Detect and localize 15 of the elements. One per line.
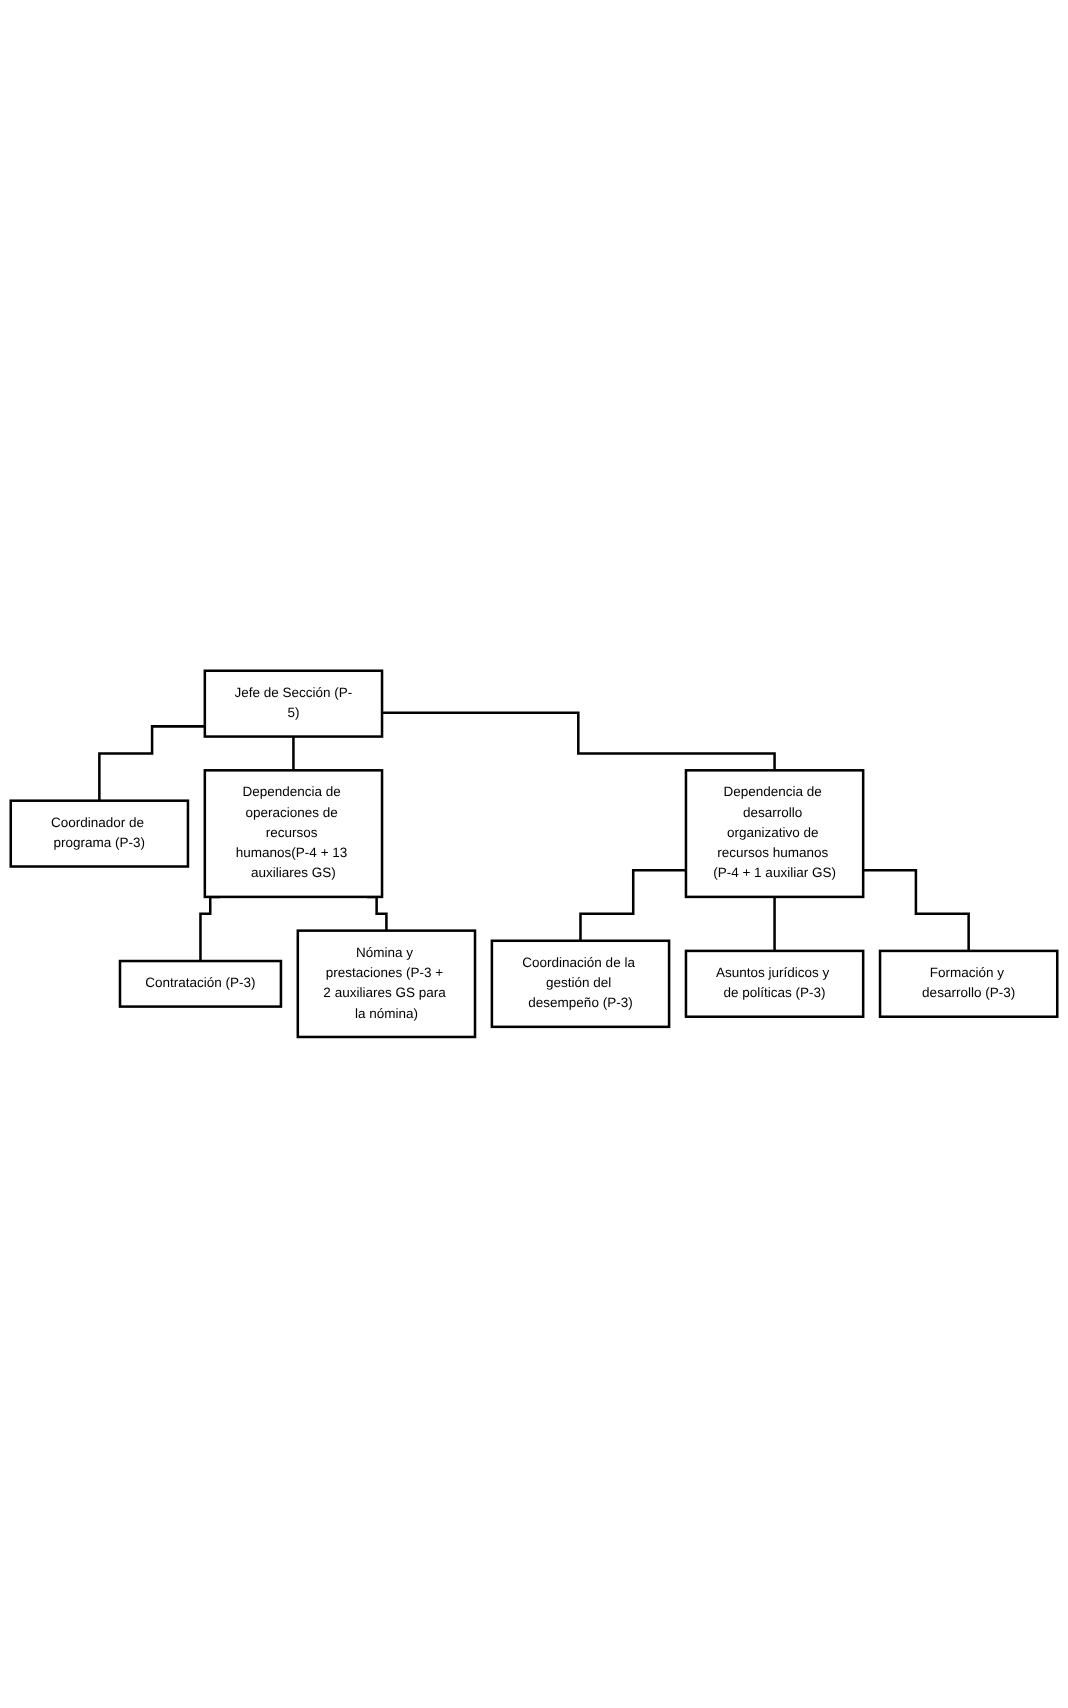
node-box — [490, 939, 671, 1029]
node-box — [203, 669, 384, 738]
node-box — [203, 769, 384, 899]
node-box — [878, 949, 1059, 1019]
connector — [98, 725, 205, 803]
node-box — [118, 959, 283, 1008]
node-box — [296, 929, 477, 1039]
connector — [292, 735, 295, 772]
node-box — [684, 769, 865, 899]
node-box — [9, 799, 190, 868]
connector — [382, 711, 776, 772]
connector — [579, 869, 686, 943]
connector — [863, 869, 970, 953]
connector — [773, 895, 776, 953]
node-box — [684, 949, 865, 1019]
